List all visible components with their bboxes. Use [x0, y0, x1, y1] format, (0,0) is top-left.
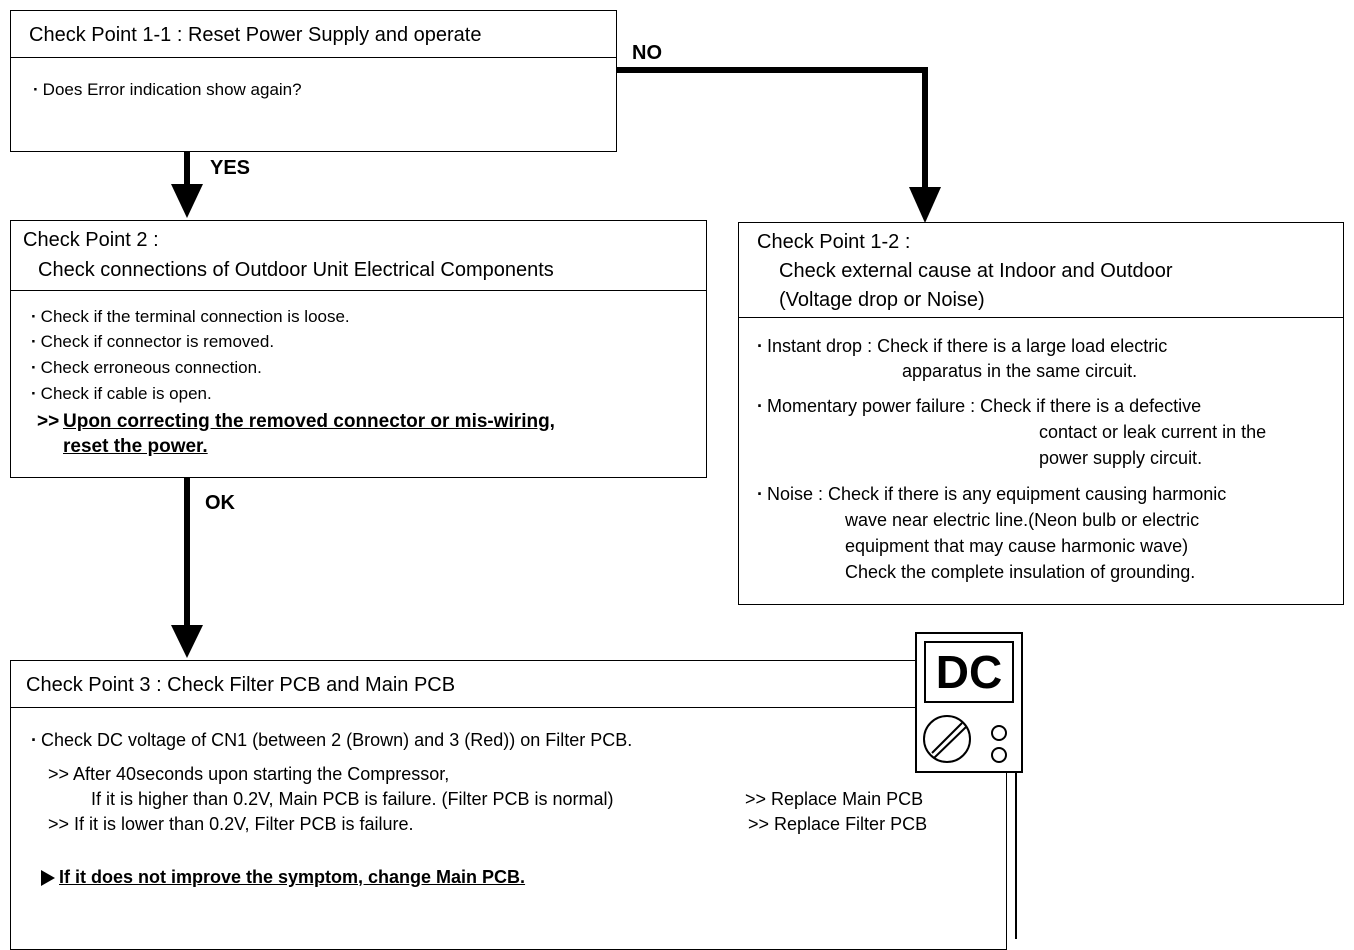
check-point-1-2-subtitle-2: (Voltage drop or Noise): [779, 289, 985, 311]
check-point-3-line-2: >> After 40seconds upon starting the Com…: [48, 764, 450, 784]
noise-line-1: Noise : Check if there is any equipment …: [757, 483, 1226, 506]
check-point-2-box: Check Point 2 : Check connections of Out…: [10, 220, 707, 478]
check-point-3-line-1: Check DC voltage of CN1 (between 2 (Brow…: [31, 729, 632, 752]
check-point-2-action-line-2: reset the power.: [63, 436, 208, 457]
check-point-1-1-header: [11, 11, 616, 58]
yes-label: YES: [210, 157, 251, 179]
momentary-failure-line-1: Momentary power failure : Check if there…: [757, 395, 1201, 418]
momentary-failure-line-2: contact or leak current in the: [1039, 422, 1267, 442]
check-point-3-final-action: If it does not improve the symptom, chan…: [59, 867, 526, 887]
check-point-3-line-3-action: >> Replace Main PCB: [745, 789, 924, 809]
check-point-1-2-title: Check Point 1-2 :: [757, 231, 911, 253]
instant-drop-line-1: Instant drop : Check if there is a large…: [757, 335, 1167, 358]
check-point-3-header: [11, 661, 1006, 708]
no-connector-line: [617, 67, 928, 192]
check-point-1-1-question: Does Error indication show again?: [33, 79, 302, 100]
check-point-2-item-4: Check if cable is open.: [31, 383, 212, 404]
check-point-2-item-3: Check erroneous connection.: [31, 357, 262, 378]
meter-display-text: DC: [935, 646, 1003, 698]
check-point-1-1-box: Check Point 1-1 : Reset Power Supply and…: [10, 10, 617, 152]
check-point-3-title: Check Point 3 : Check Filter PCB and Mai…: [26, 674, 456, 696]
check-point-2-action-line-1: Upon correcting the removed connector or…: [63, 411, 555, 432]
ok-arrowhead: [171, 625, 203, 658]
meter-display: DC: [924, 641, 1014, 703]
check-point-2-item-2: Check if connector is removed.: [31, 331, 274, 352]
check-point-2-subtitle: Check connections of Outdoor Unit Electr…: [38, 259, 554, 281]
check-point-2-header: [11, 221, 706, 291]
check-point-1-2-header: [739, 223, 1343, 318]
check-point-3-box: Check Point 3 : Check Filter PCB and Mai…: [10, 660, 1007, 950]
instant-drop-line-2: apparatus in the same circuit.: [902, 361, 1138, 381]
multimeter-icon: DC: [915, 632, 1023, 773]
check-point-1-1-title: Check Point 1-1 : Reset Power Supply and…: [29, 24, 482, 46]
check-point-3-line-4-action: >> Replace Filter PCB: [748, 814, 928, 834]
no-arrowhead: [909, 187, 941, 223]
noise-line-4: Check the complete insulation of groundi…: [845, 562, 1196, 582]
yes-arrowhead: [171, 184, 203, 218]
check-point-1-2-box: Check Point 1-2 : Check external cause a…: [738, 222, 1344, 605]
momentary-failure-line-3: power supply circuit.: [1039, 448, 1203, 468]
noise-line-3: equipment that may cause harmonic wave): [845, 536, 1189, 556]
check-point-2-title: Check Point 2 :: [23, 229, 159, 251]
check-point-1-2-subtitle: Check external cause at Indoor and Outdo…: [779, 260, 1173, 282]
noise-line-2: wave near electric line.(Neon bulb or el…: [845, 510, 1200, 530]
no-label: NO: [632, 42, 662, 64]
meter-dial-icon: [923, 715, 971, 763]
meter-jacks-icon: [991, 725, 1007, 763]
check-point-3-line-3: If it is higher than 0.2V, Main PCB is f…: [91, 789, 614, 809]
triangle-bullet-icon: [41, 870, 55, 886]
check-point-3-line-4: >> If it is lower than 0.2V, Filter PCB …: [48, 814, 414, 834]
check-point-2-item-1: Check if the terminal connection is loos…: [31, 306, 350, 327]
check-point-2-action-prefix: >>: [37, 411, 60, 432]
ok-label: OK: [205, 492, 235, 514]
